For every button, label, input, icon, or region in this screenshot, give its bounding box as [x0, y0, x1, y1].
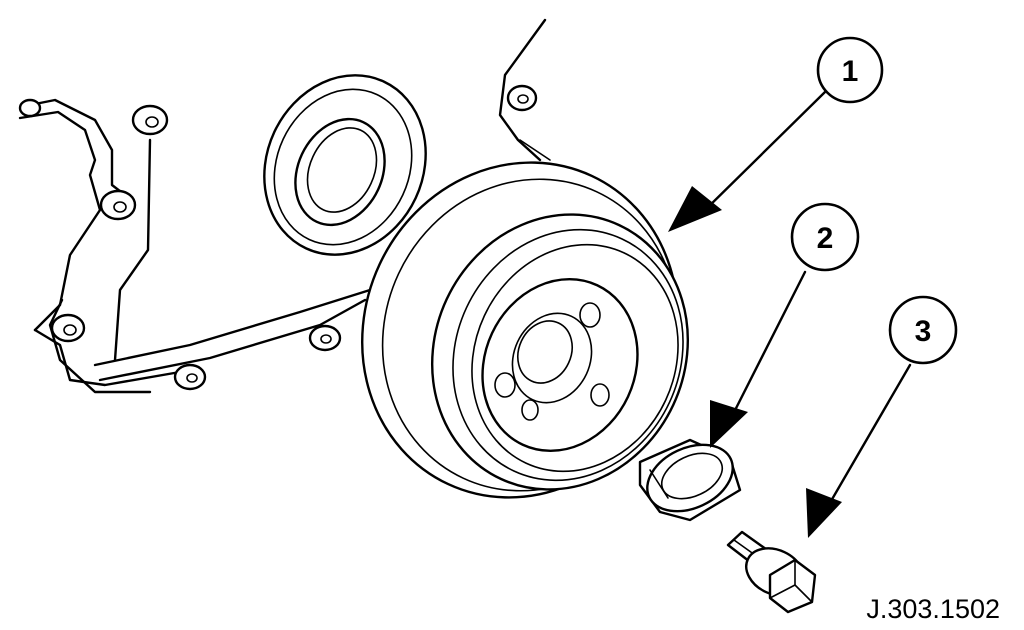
crankshaft-oil-seal	[263, 74, 427, 256]
engine-front-cover	[18, 18, 551, 394]
callout-1-label: 1	[842, 55, 859, 88]
leader-line-2	[710, 270, 807, 448]
callout-1: 1	[816, 36, 884, 104]
cover-bolt-bosses	[18, 84, 538, 391]
crankshaft-pulley	[361, 161, 690, 499]
crankshaft-spacer	[638, 438, 742, 522]
reference-code: J.303.1502	[866, 594, 1000, 624]
pulley-retaining-bolt	[726, 530, 817, 614]
callout-3-label: 3	[915, 315, 932, 348]
callout-3: 3	[888, 295, 958, 365]
leader-line-1	[668, 90, 827, 232]
callout-2-label: 2	[817, 222, 834, 255]
leader-line-3	[806, 363, 912, 538]
callout-2: 2	[790, 202, 860, 272]
